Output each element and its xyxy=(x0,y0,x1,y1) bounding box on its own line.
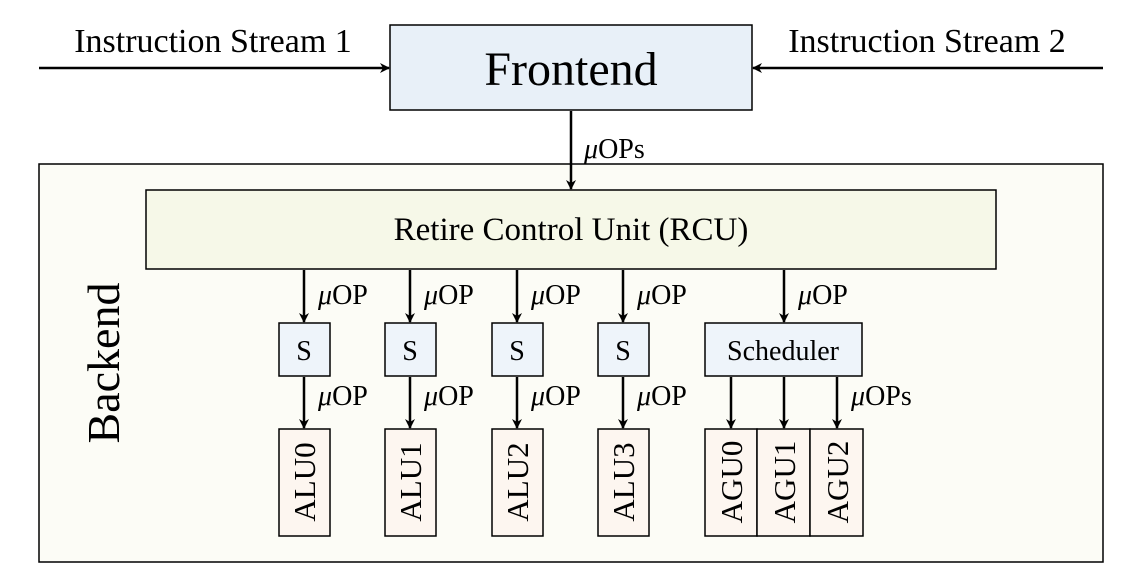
alu0-label: ALU0 xyxy=(287,442,322,521)
agu0-label: AGU0 xyxy=(714,441,749,524)
agu-lane: μOP Scheduler μOPs AGU0 AGU1 AGU2 xyxy=(704,270,912,537)
alu-lane-0: μOP S μOP ALU0 xyxy=(278,270,368,537)
agu-scheduler-out-label: μOPs xyxy=(850,381,912,412)
rcu-to-scheduler-1-label: μOP xyxy=(423,280,474,311)
agu2-label: AGU2 xyxy=(820,441,855,524)
agu-scheduler-box xyxy=(704,322,863,377)
scheduler-2-label: S xyxy=(509,336,525,367)
scheduler-2-to-alu2-label: μOP xyxy=(530,381,581,412)
alu3-label: ALU3 xyxy=(606,442,641,521)
frontend-to-rcu-label: μOPs xyxy=(583,134,645,165)
scheduler-3-box xyxy=(597,322,650,377)
agu0-box xyxy=(704,428,758,537)
alu1-box xyxy=(384,428,437,537)
alu-lane-1: μOP S μOP ALU1 xyxy=(384,270,474,537)
scheduler-3-to-alu3-label: μOP xyxy=(636,381,687,412)
frontend-label: Frontend xyxy=(484,43,657,96)
scheduler-3-label: S xyxy=(615,336,631,367)
scheduler-0-box xyxy=(278,322,331,377)
rcu-to-scheduler-2-label: μOP xyxy=(530,280,581,311)
alu-lane-3: μOP S μOP ALU3 xyxy=(597,270,687,537)
instruction-stream-2-label: Instruction Stream 2 xyxy=(788,23,1066,60)
scheduler-1-box xyxy=(384,322,437,377)
scheduler-0-label: S xyxy=(296,336,312,367)
alu0-box xyxy=(278,428,331,537)
rcu-to-agu-scheduler-label: μOP xyxy=(797,280,848,311)
alu2-label: ALU2 xyxy=(500,442,535,521)
alu2-box xyxy=(491,428,544,537)
scheduler-1-to-alu1-label: μOP xyxy=(423,381,474,412)
rcu-to-scheduler-3-label: μOP xyxy=(636,280,687,311)
rcu-to-scheduler-0-label: μOP xyxy=(317,280,368,311)
instruction-stream-1-label: Instruction Stream 1 xyxy=(74,23,352,60)
rcu-box xyxy=(145,189,997,270)
agu2-box xyxy=(809,428,864,537)
rcu-label: Retire Control Unit (RCU) xyxy=(394,212,749,248)
alu3-box xyxy=(597,428,650,537)
backend-label: Backend xyxy=(78,283,129,444)
frontend-box xyxy=(389,24,753,111)
agu1-label: AGU1 xyxy=(767,441,802,524)
agu-scheduler-label: Scheduler xyxy=(727,336,840,367)
alu1-label: ALU1 xyxy=(393,442,428,521)
scheduler-0-to-alu0-label: μOP xyxy=(317,381,368,412)
alu-lane-2: μOP S μOP ALU2 xyxy=(491,270,581,537)
scheduler-2-box xyxy=(491,322,544,377)
scheduler-1-label: S xyxy=(402,336,418,367)
